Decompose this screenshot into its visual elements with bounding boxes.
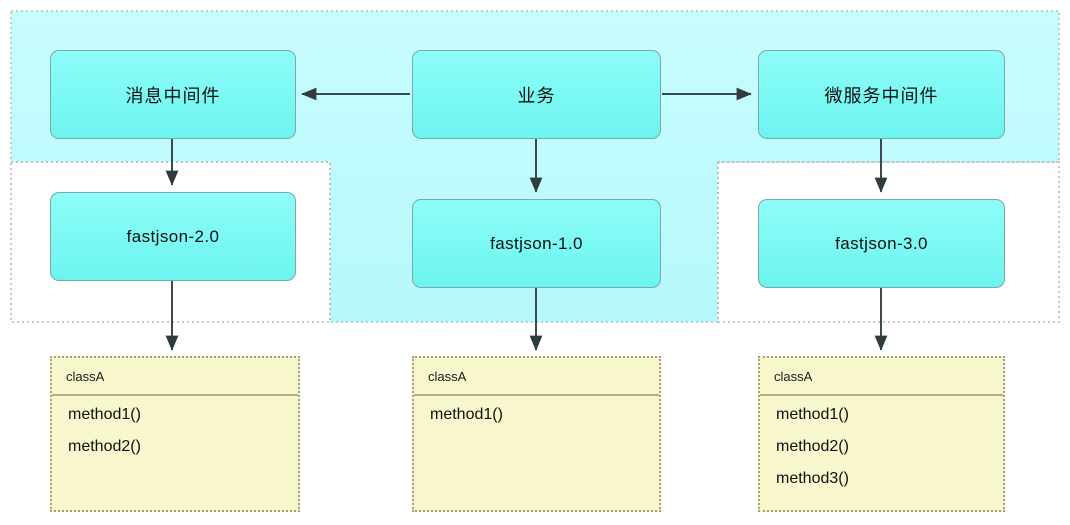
uml-method: method1() — [430, 406, 503, 423]
uml-method: method1() — [776, 406, 849, 423]
message-middleware-scope-group — [10, 161, 331, 323]
node-fastjson-3[interactable]: fastjson-3.0 — [758, 199, 1005, 288]
uml-method: method2() — [776, 438, 849, 455]
uml-method: method1() — [68, 406, 141, 423]
uml-class-left[interactable]: classA method1() method2() — [50, 356, 300, 512]
uml-method-list: method1() method2() method3() — [776, 406, 995, 502]
uml-method: method2() — [68, 438, 141, 455]
uml-method-list: method1() method2() — [68, 406, 290, 470]
node-microservice-middleware[interactable]: 微服务中间件 — [758, 50, 1005, 139]
uml-class-name: classA — [774, 369, 813, 384]
uml-class-right[interactable]: classA method1() method2() method3() — [758, 356, 1005, 512]
uml-divider — [760, 394, 1003, 396]
uml-class-name: classA — [66, 369, 105, 384]
node-message-middleware[interactable]: 消息中间件 — [50, 50, 296, 139]
node-fastjson-2[interactable]: fastjson-2.0 — [50, 192, 296, 281]
uml-method: method3() — [776, 470, 849, 487]
uml-method-list: method1() — [430, 406, 651, 438]
uml-class-middle[interactable]: classA method1() — [412, 356, 661, 512]
uml-class-name: classA — [428, 369, 467, 384]
node-fastjson-1[interactable]: fastjson-1.0 — [412, 199, 661, 288]
microservice-middleware-scope-group — [717, 161, 1060, 323]
uml-divider — [52, 394, 298, 396]
uml-divider — [414, 394, 659, 396]
node-business[interactable]: 业务 — [412, 50, 661, 139]
